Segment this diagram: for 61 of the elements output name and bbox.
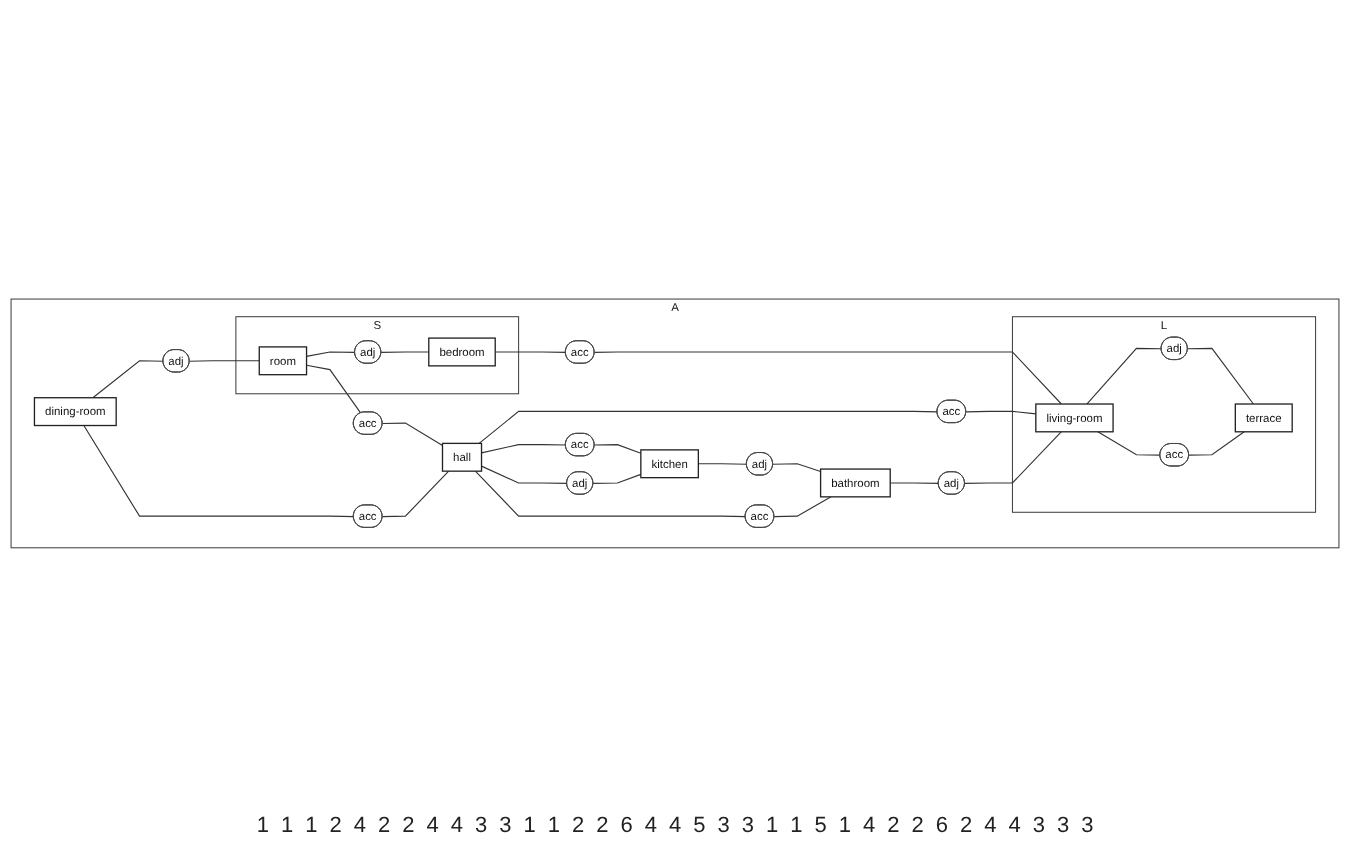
port-number: 1 xyxy=(790,814,803,838)
port-number: 1 xyxy=(305,814,318,838)
port-number: 3 xyxy=(474,814,488,838)
connector xyxy=(773,495,832,517)
port-number: 2 xyxy=(377,814,391,838)
port-number: 3 xyxy=(499,814,512,838)
connector xyxy=(380,350,430,353)
connector xyxy=(381,470,450,517)
connector xyxy=(1187,347,1254,405)
connector xyxy=(381,422,444,446)
port-number: 2 xyxy=(571,814,585,838)
port-number: 2 xyxy=(911,814,924,838)
port-number: 1 xyxy=(765,814,779,838)
port-number: 4 xyxy=(353,814,366,838)
port-number: 4 xyxy=(668,814,682,838)
connector xyxy=(593,443,642,454)
connector xyxy=(592,473,642,484)
connector xyxy=(772,462,822,472)
port-number: 3 xyxy=(1032,814,1045,838)
port-number: 1 xyxy=(523,814,536,838)
connector xyxy=(92,359,164,398)
connector xyxy=(83,424,355,517)
connector xyxy=(305,350,356,357)
port-number: 4 xyxy=(450,814,463,838)
port-number: 4 xyxy=(862,814,876,838)
connector xyxy=(189,359,260,362)
port-number: 4 xyxy=(644,814,657,838)
port-number: 1 xyxy=(838,814,851,838)
port-number: 5 xyxy=(814,814,827,838)
connector xyxy=(1097,430,1161,456)
connector xyxy=(889,481,940,484)
connector xyxy=(305,364,362,414)
port-number: 1 xyxy=(280,814,294,838)
connector xyxy=(965,410,1037,414)
port-number: 1 xyxy=(256,814,269,838)
port-number: 2 xyxy=(596,814,609,838)
port-number: 6 xyxy=(935,814,948,838)
connector xyxy=(474,470,747,517)
port-number: 3 xyxy=(717,814,730,838)
connector xyxy=(494,350,567,353)
port-number: 2 xyxy=(887,814,900,838)
port-number: 2 xyxy=(329,814,342,838)
connector xyxy=(1086,347,1163,405)
port-number: 3 xyxy=(1056,814,1070,838)
connector xyxy=(697,462,748,465)
port-number: 2 xyxy=(402,814,415,838)
port-number: 4 xyxy=(984,814,997,838)
port-number: 5 xyxy=(693,814,706,838)
port-number: 3 xyxy=(741,814,754,838)
port-number: 4 xyxy=(1008,814,1021,838)
port-number: 6 xyxy=(620,814,633,838)
port-number: 4 xyxy=(426,814,439,838)
connector xyxy=(593,350,1062,405)
connector xyxy=(1188,430,1245,456)
connector xyxy=(964,430,1062,484)
port-number: 3 xyxy=(1081,814,1094,838)
port-number: 1 xyxy=(547,814,560,838)
connector xyxy=(480,465,568,484)
connector xyxy=(478,410,938,444)
port-number: 2 xyxy=(959,814,973,838)
connector xyxy=(480,443,567,454)
